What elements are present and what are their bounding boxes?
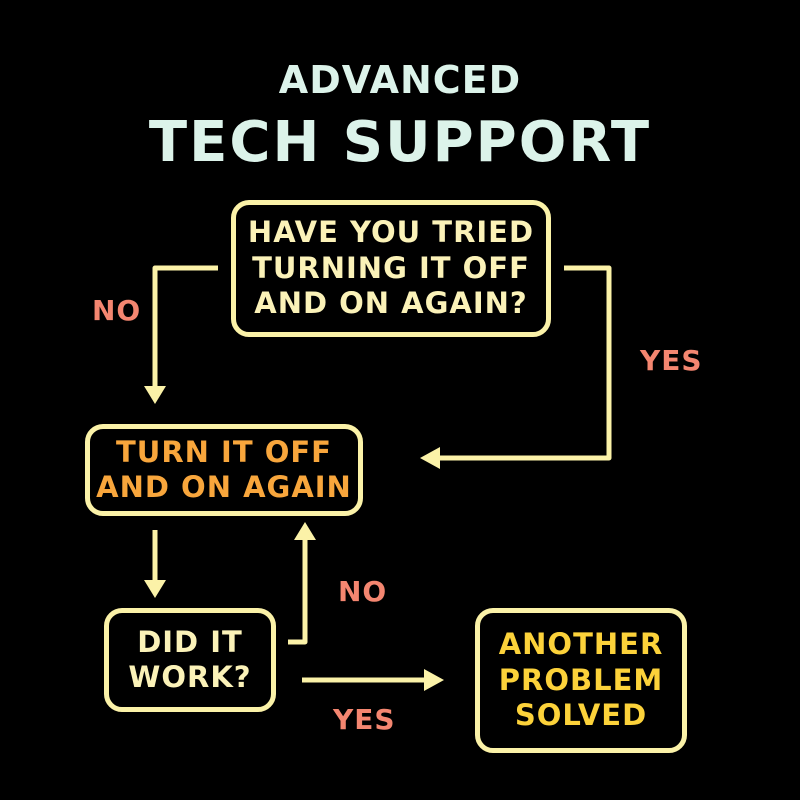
- node-work-text: DID IT WORK?: [128, 624, 252, 694]
- arrowhead-right: [424, 669, 444, 691]
- node-did-it-work: DID IT WORK?: [104, 608, 276, 712]
- node-question-text: HAVE YOU TRIED TURNING IT OFF AND ON AGA…: [247, 215, 535, 321]
- node-turn-off-on: TURN IT OFF AND ON AGAIN: [85, 424, 363, 516]
- arrow-question-yes: [437, 265, 612, 461]
- edge-label-question-no: NO: [92, 294, 142, 327]
- edge-label-question-yes: YES: [640, 344, 703, 377]
- edge-label-work-yes: YES: [333, 703, 396, 736]
- arrowhead-down-1: [144, 386, 166, 404]
- title-line-2: TECH SUPPORT: [148, 110, 652, 175]
- node-question: HAVE YOU TRIED TURNING IT OFF AND ON AGA…: [231, 200, 551, 337]
- arrowhead-left: [420, 447, 440, 469]
- title-line-1: ADVANCED: [278, 58, 522, 102]
- node-turn-text: TURN IT OFF AND ON AGAIN: [96, 434, 352, 504]
- arrow-work-no: [288, 538, 308, 645]
- node-problem-solved: ANOTHER PROBLEM SOLVED: [475, 608, 687, 753]
- arrowhead-up: [294, 522, 316, 540]
- node-solved-text: ANOTHER PROBLEM SOLVED: [498, 627, 664, 733]
- edge-label-work-no: NO: [338, 575, 388, 608]
- arrow-question-no: [152, 265, 218, 398]
- arrowhead-down-2: [144, 580, 166, 598]
